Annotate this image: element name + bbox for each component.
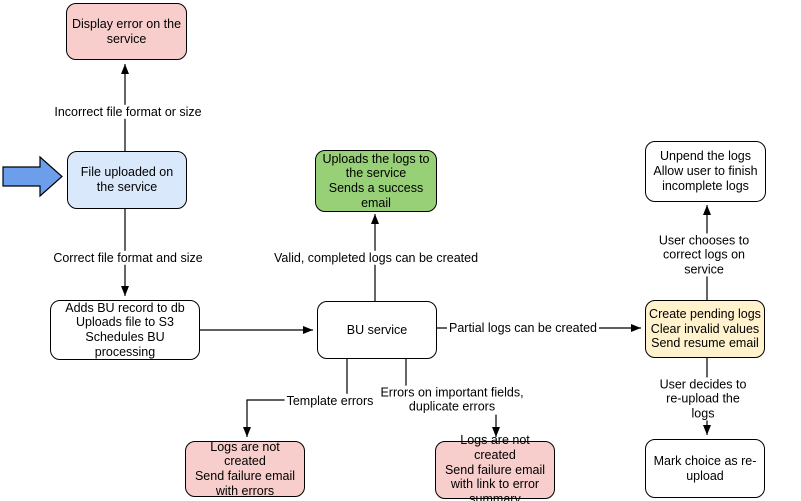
node-logs-not-created-summary: Logs are not created Send failure email … [435,433,555,501]
edge-label-template-errors: Template errors [284,393,376,409]
node-adds-bu-record: Adds BU record to db Uploads file to S3 … [50,300,200,360]
node-uploads-logs-success: Uploads the logs to the service Sends a … [315,150,437,212]
node-display-error: Display error on the service [66,3,187,60]
node-create-pending-logs: Create pending logs Clear invalid values… [645,300,765,358]
edge-label-correct-format: Correct file format and size [51,250,205,266]
node-mark-reupload: Mark choice as re-upload [645,439,765,498]
node-file-uploaded: File uploaded on the service [67,151,187,209]
edge-label-partial-logs: Partial logs can be created [446,320,600,336]
edge-label-user-corrects: User chooses to correct logs on service [655,233,753,277]
node-unpend-logs: Unpend the logs Allow user to finish inc… [645,141,766,202]
node-logs-not-created-errors: Logs are not created Send failure email … [185,440,305,498]
edge-label-important-field-errors: Errors on important fields, duplicate er… [378,385,526,415]
entry-arrow-icon [2,155,63,198]
node-bu-service: BU service [317,301,437,359]
edge-label-user-reuploads: User decides to re-upload the logs [654,377,752,421]
edge-label-incorrect-format: Incorrect file format or size [52,104,204,120]
edge-label-valid-completed: Valid, completed logs can be created [271,250,481,266]
